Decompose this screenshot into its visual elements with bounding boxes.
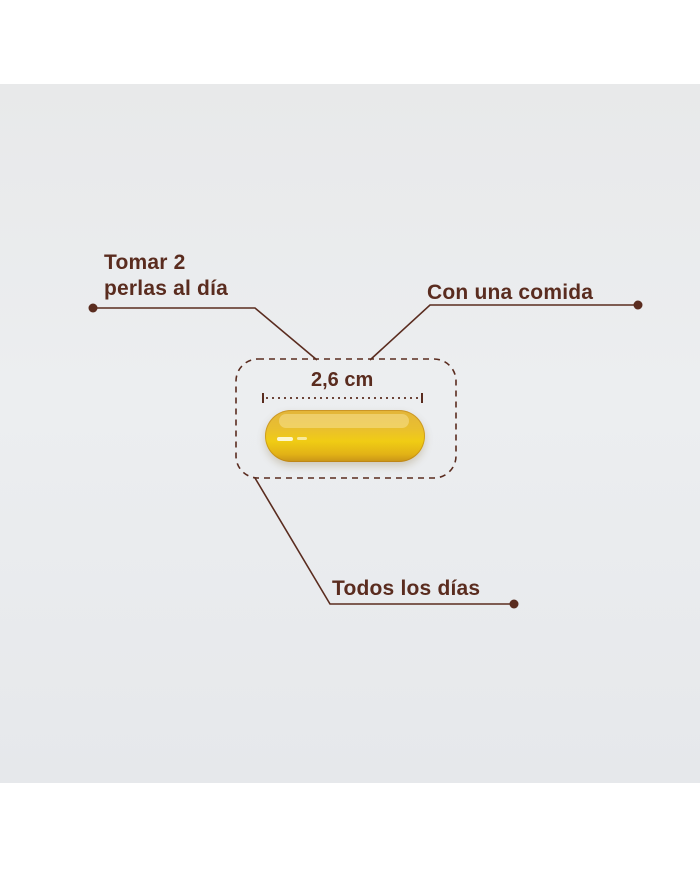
capsule-highlight [279, 414, 409, 428]
measurement-label: 2,6 cm [311, 369, 374, 391]
capsule-glint [277, 437, 293, 441]
dosage-label-line1: Tomar 2 [104, 251, 186, 274]
frequency-label: Todos los días [332, 577, 481, 600]
dosage-callout-line [88, 303, 318, 361]
softgel-capsule-image [265, 410, 425, 462]
food-callout-line [369, 300, 643, 361]
with-food-label: Con una comida [427, 281, 594, 304]
dosage-label: Tomar 2 perlas al día [104, 250, 228, 302]
dashed-frame [235, 358, 457, 479]
frequency-callout-line [254, 477, 519, 609]
measurement-bracket [262, 393, 423, 403]
capsule-glint-small [297, 437, 307, 440]
dosage-label-line2: perlas al día [104, 277, 228, 300]
